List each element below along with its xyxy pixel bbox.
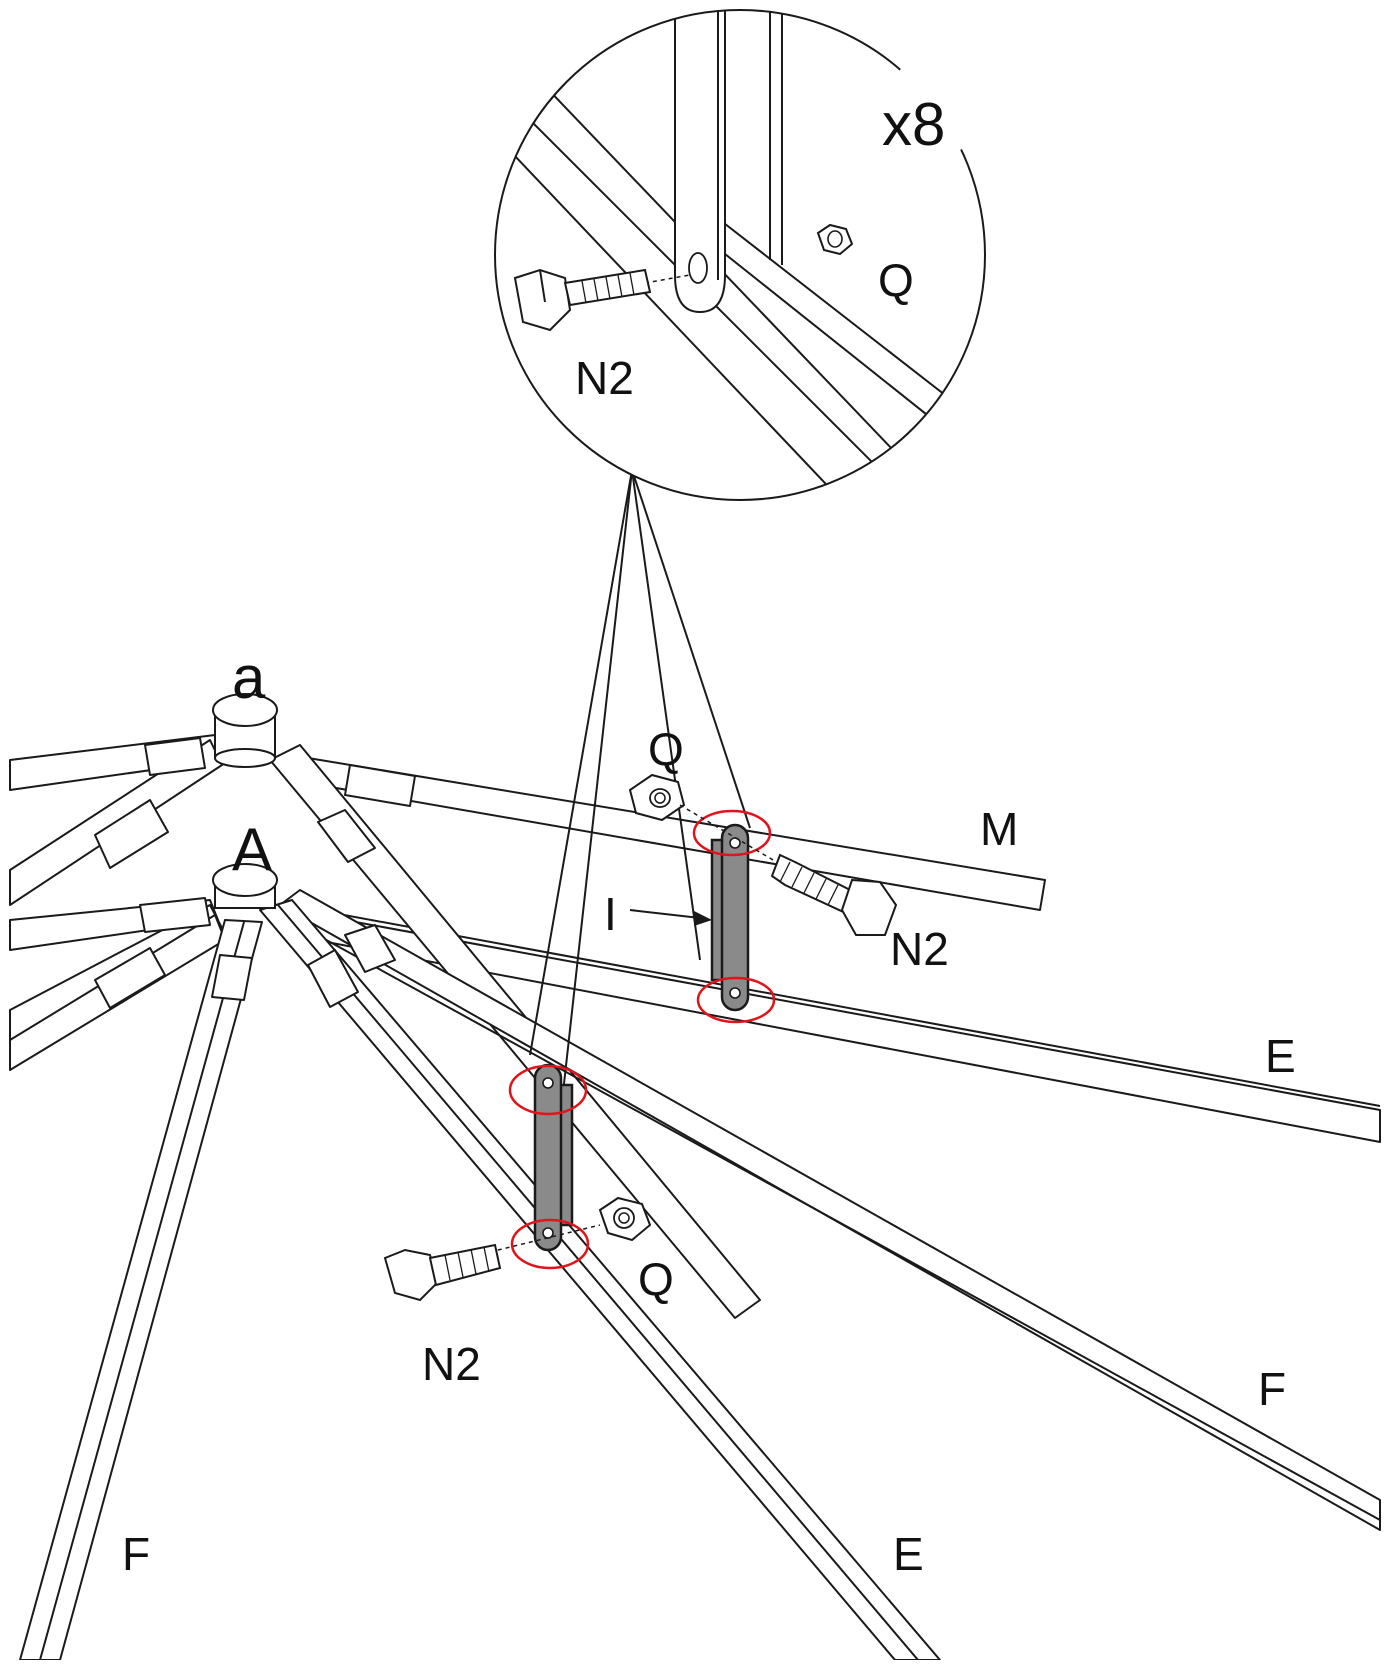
connector-plate-upper [710,823,750,1012]
bolt-icon [513,268,652,332]
sleeve-left-2 [94,799,169,869]
frame-bars [9,734,1381,1661]
sleeve-left-4 [94,947,166,1009]
nut-icon [816,223,854,256]
bar-e-bottom-label: E [893,1528,924,1580]
detail-bolt-label: N2 [575,352,634,404]
detail-view [494,9,986,501]
axis-line-upper [679,804,791,871]
sleeve-e-bottom [307,949,359,1008]
axis-line-lower [489,1224,601,1253]
sleeve-f-right [344,924,396,973]
sleeve-left-1 [144,737,206,776]
bolt-icon [383,1243,502,1302]
nut-icon [598,1196,652,1242]
bar-e-right-label: E [1265,1030,1296,1082]
hub-a-label: a [232,644,266,711]
highlight-upper-bottom [696,976,776,1024]
bolt-icon [770,853,898,936]
detail-nut-label: Q [878,254,914,306]
sleeve-m [344,764,416,807]
bolt-lower-label: N2 [422,1338,481,1390]
detail-quantity: x8 [882,91,945,158]
bar-f-right-label: F [1258,1363,1286,1415]
bar-f-right-edge [289,919,1381,1521]
highlight-upper-top [692,809,772,857]
highlight-lower-bottom [510,1218,590,1270]
bolt-upper-label: N2 [890,923,949,975]
bar-f-left-label: F [122,1528,150,1580]
bar-e-right-edge [289,904,1381,1107]
highlight-circles [508,809,776,1270]
plate-label: I [604,888,617,940]
nut-upper-label: Q [648,723,684,775]
highlight-lower-top [508,1064,588,1116]
connector-plate-lower [533,1063,574,1252]
hub-A-label: A [232,816,272,883]
hub-A [212,863,278,909]
bar-f-right [279,889,1381,1531]
labels: x8 Q N2 a A Q M I N2 E Q N2 F F E [122,91,1296,1580]
detail-leader-lines [529,469,751,1166]
plate-pointer-arrow [629,909,712,926]
sleeve-left-3 [139,897,211,933]
sleeve-f-left [211,954,253,1001]
hub-a [212,693,278,768]
sleeve-a-diagonal [317,809,376,863]
bar-m-label: M [980,803,1018,855]
nut-icon [628,773,686,822]
nut-lower-label: Q [638,1253,674,1305]
